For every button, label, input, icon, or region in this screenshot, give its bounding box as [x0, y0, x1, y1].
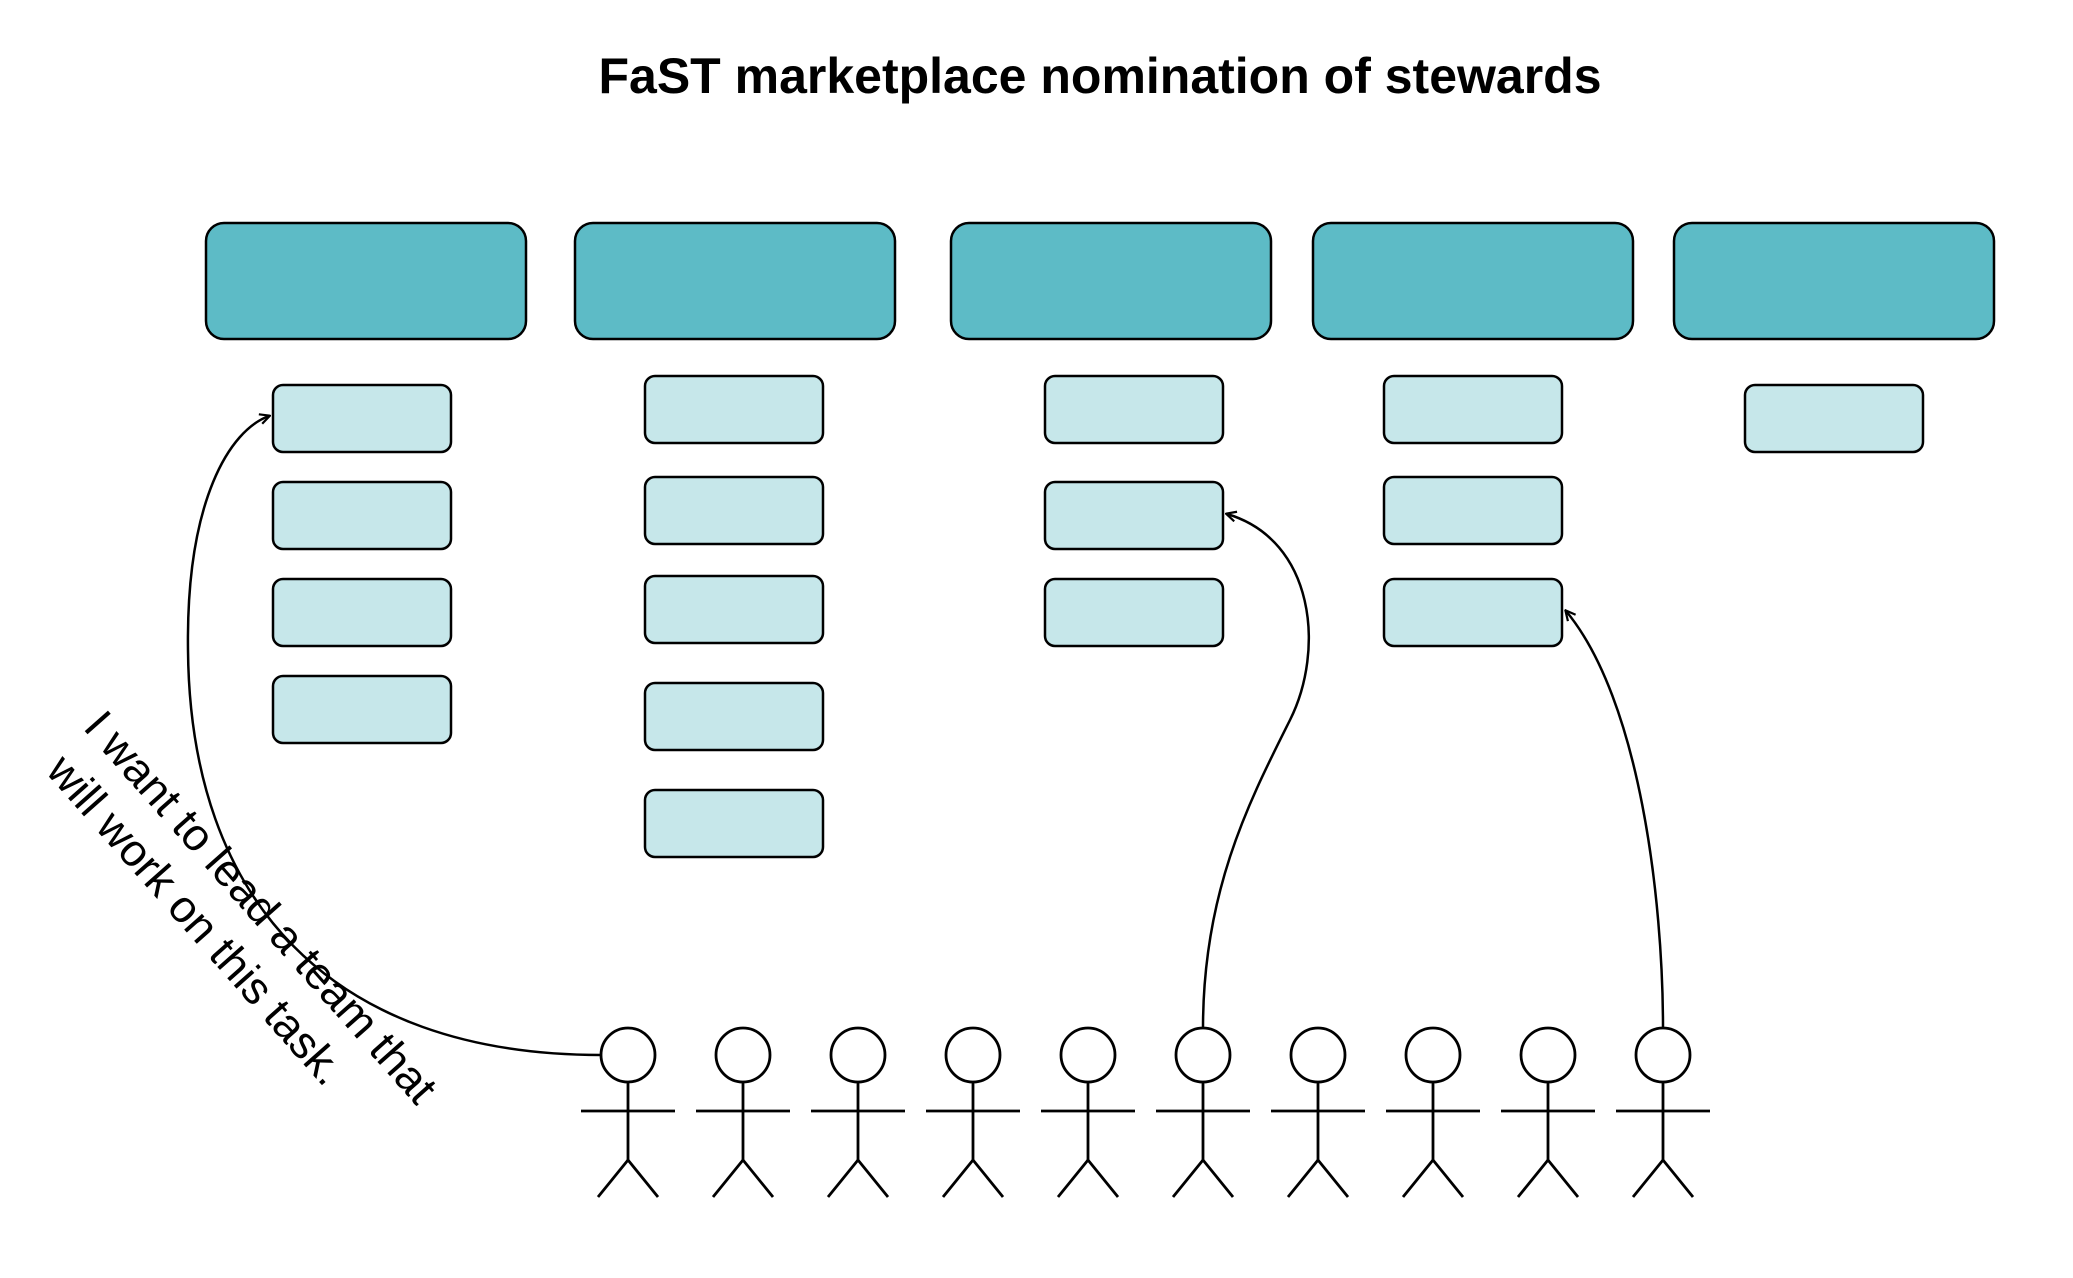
nomination-arrow-1: [186, 416, 602, 1057]
task-box-2-1: [643, 374, 825, 445]
task-box-1-1: [271, 383, 453, 454]
category-box-2: [573, 221, 897, 341]
person-figure-5: [1041, 1026, 1135, 1198]
nomination-arrow-3: [1566, 611, 1665, 1029]
people-row: [581, 1026, 1710, 1198]
task-box-5-1: [1743, 383, 1925, 454]
task-box-1-3: [271, 577, 453, 648]
person-figure-8: [1386, 1026, 1480, 1198]
person-figure-3: [811, 1026, 905, 1198]
annotation-line-1: I want to lead a team that: [75, 701, 448, 1114]
task-box-4-2: [1382, 475, 1564, 546]
task-box-3-1: [1043, 374, 1225, 445]
task-box-2-4: [643, 681, 825, 752]
task-box-1-2: [271, 480, 453, 551]
diagram-title: FaST marketplace nomination of stewards: [598, 48, 1601, 104]
category-box-1: [204, 221, 528, 341]
person-figure-4: [926, 1026, 1020, 1198]
annotation-text: I want to lead a team that will work on …: [32, 701, 456, 1160]
category-box-4: [1311, 221, 1635, 341]
category-box-3: [949, 221, 1273, 341]
task-boxes: [271, 374, 1925, 859]
task-box-3-2: [1043, 480, 1225, 551]
person-figure-6: [1156, 1026, 1250, 1198]
person-figure-2: [696, 1026, 790, 1198]
task-box-2-2: [643, 475, 825, 546]
task-box-4-3: [1382, 577, 1564, 648]
person-figure-10: [1616, 1026, 1710, 1198]
task-box-4-1: [1382, 374, 1564, 445]
task-box-1-4: [271, 674, 453, 745]
nomination-arrow-2: [1201, 514, 1311, 1029]
main-category-boxes: [204, 221, 1996, 341]
task-box-2-5: [643, 788, 825, 859]
task-box-3-3: [1043, 577, 1225, 648]
person-figure-7: [1271, 1026, 1365, 1198]
person-figure-9: [1501, 1026, 1595, 1198]
task-box-2-3: [643, 574, 825, 645]
person-figure-1: [581, 1026, 675, 1198]
category-box-5: [1672, 221, 1996, 341]
nomination-arrows: [186, 416, 1665, 1057]
